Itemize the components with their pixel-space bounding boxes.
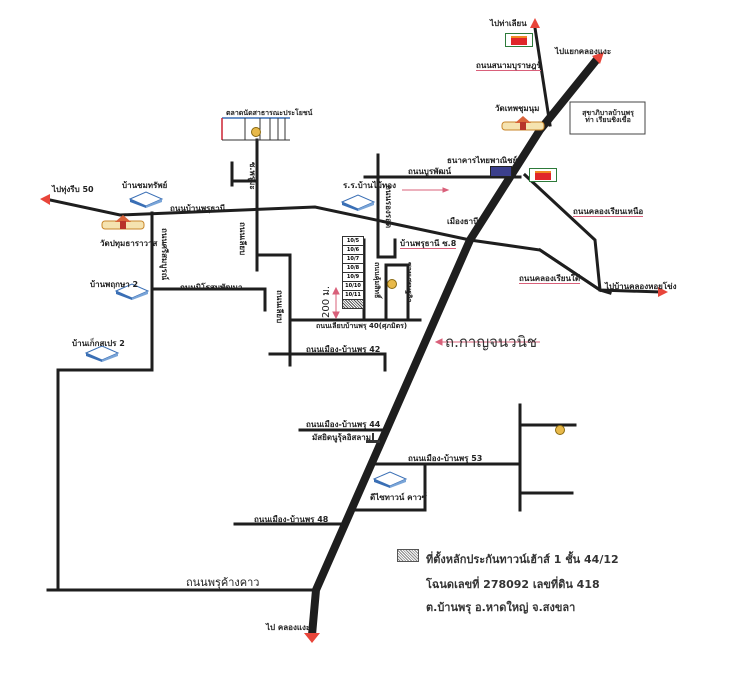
label-to-right: ไปบ้านคลองหอยโข่ง (605, 282, 677, 291)
label-mueang-thani: เมืองธานี (447, 217, 479, 226)
bank-icon (490, 166, 512, 177)
label-khlong-south: ถนนคลองเรียนใต้ (519, 274, 581, 284)
market-top (221, 117, 290, 141)
market-marker-icon (251, 127, 261, 137)
legend-line3: ต.บ้านพรุ อ.หาดใหญ่ จ.สงขลา (426, 601, 576, 614)
place-marker-icon (387, 279, 397, 289)
label-temple-left: วัดปทุมธาราวาส (100, 239, 158, 248)
lot: 10/8 (342, 263, 364, 272)
temple-icon (101, 215, 145, 230)
label-road-48: ถนนเมือง-บ้านพรุ 48 (254, 515, 329, 524)
label-road-42: ถนนเมือง-บ้านพรุ 42 (306, 345, 381, 354)
label-gov-office: สุขาภิบาลบ้านพรุ ท่า เรียนชิงเขื่อ (582, 109, 634, 124)
lot: 10/5 (342, 236, 364, 245)
temple-icon (501, 116, 545, 131)
direction-arrows (40, 18, 668, 643)
lot: 10/11 (342, 290, 364, 299)
legend-hatch-swatch (397, 549, 419, 562)
road-khlong-north (522, 172, 662, 294)
road-top-north (533, 26, 552, 127)
label-to-ne: ไปแยกคลองแงะ (555, 47, 612, 56)
label-road-srisomboon: ถนนศรีสมบูรณ์ (160, 228, 169, 281)
label-distance: 200 ม. (321, 285, 332, 318)
label-road-mid-v2: ถนนเลียบ (275, 290, 284, 324)
collateral-lot-hatch (342, 299, 364, 309)
label-mosque: มัสยิดนูรุ้ลอิสลาม (312, 433, 372, 442)
building-icon (372, 471, 408, 488)
label-road-53: ถนนเมือง-บ้านพรุ 53 (408, 454, 483, 463)
building-icon (128, 191, 164, 208)
label-road-soi40: ถนนเลียบบ้านพรุ 40(ศุภมิตร) (316, 322, 408, 330)
label-school: ร.ร.บ้านไม้ทอง (343, 181, 396, 190)
label-soi-v3: ถนนรองรอด (384, 185, 393, 229)
label-market-top: ตลาดนัดสาธารณะประโยชน์ (226, 109, 313, 117)
label-road-mid-v: ถนนเลียบ (238, 222, 247, 256)
label-house-left3: บ้านเก็กสเปร 2 (72, 339, 125, 348)
road-left-lower (56, 368, 154, 592)
arrow-top-north (530, 18, 540, 28)
building-icon (84, 345, 120, 362)
lot: 10/7 (342, 254, 364, 263)
arrow-right (658, 287, 668, 297)
label-soi-top: ซ.พรุมะ (248, 162, 257, 190)
label-khlong-north: ถนนคลองเรียนเหนือ (573, 207, 644, 217)
arrow-bottom (304, 633, 320, 643)
label-bank: ธนาคารไทยพาณิชย์ (447, 156, 518, 165)
building-icon (114, 283, 150, 300)
label-road-sadao: ถนนสนามบุราษฎร์ (476, 61, 541, 71)
arrow-left (40, 194, 50, 205)
place-marker-icon (555, 425, 565, 435)
label-main-road: ถ.กาญจนวนิช (445, 333, 538, 351)
lot: 10/9 (342, 272, 364, 281)
label-house-bottom: ดีไซทาวน์ คาวซ์ (370, 493, 427, 502)
label-to-left: ไปทุ่งรีบ 50 (52, 185, 94, 194)
label-soi-inner2: ซอยเศรษฐกิจ (405, 262, 413, 303)
label-temple-top: วัดเทพชุมนุม (495, 104, 540, 113)
label-banpru-thani-8: บ้านพรุธานี ซ.8 (400, 239, 457, 249)
label-house-left1: บ้านชมทรัพย์ (122, 181, 168, 190)
building-icon (340, 194, 376, 211)
label-to-bottom: ไป คลองแงะ (266, 623, 311, 632)
lot: 10/6 (342, 245, 364, 254)
label-road-patthana: ถนนนิโรสมพัฒนา (180, 283, 243, 292)
arrow-top-ne (592, 52, 604, 64)
legend-line2: โฉนดเลขที่ 278092 เลขที่ดิน 418 (426, 578, 600, 591)
mosque-icon (366, 433, 380, 443)
label-house-left2: บ้านพฤกษา 2 (90, 280, 139, 289)
label-road-banpru-thani: ถนนบ้านพรุธานี (170, 204, 226, 213)
convenience-store-icon (529, 168, 557, 182)
lot: 10/10 (342, 281, 364, 290)
legend-line1: ที่ตั้งหลักประกันทาวน์เฮ้าส์ 1 ชั้น 44/1… (426, 553, 619, 566)
townhouse-lots: 10/5 10/6 10/7 10/8 10/9 10/10 10/11 (342, 236, 364, 309)
convenience-store-icon (505, 33, 533, 47)
label-road-44: ถนนเมือง-บ้านพรุ 44 (306, 420, 381, 429)
label-to-north: ไปท่าเลียน (490, 19, 527, 28)
road-kanjanavanich (308, 55, 602, 636)
label-soi-inner1: ถนนคุ้มสิทธิ์ (373, 262, 381, 299)
gov-office-box (569, 101, 646, 135)
label-road-phru-khangkhao: ถนนพรุค้างคาว (186, 576, 260, 589)
label-road-buri: ถนนบูรพัฒน์ (408, 167, 452, 176)
